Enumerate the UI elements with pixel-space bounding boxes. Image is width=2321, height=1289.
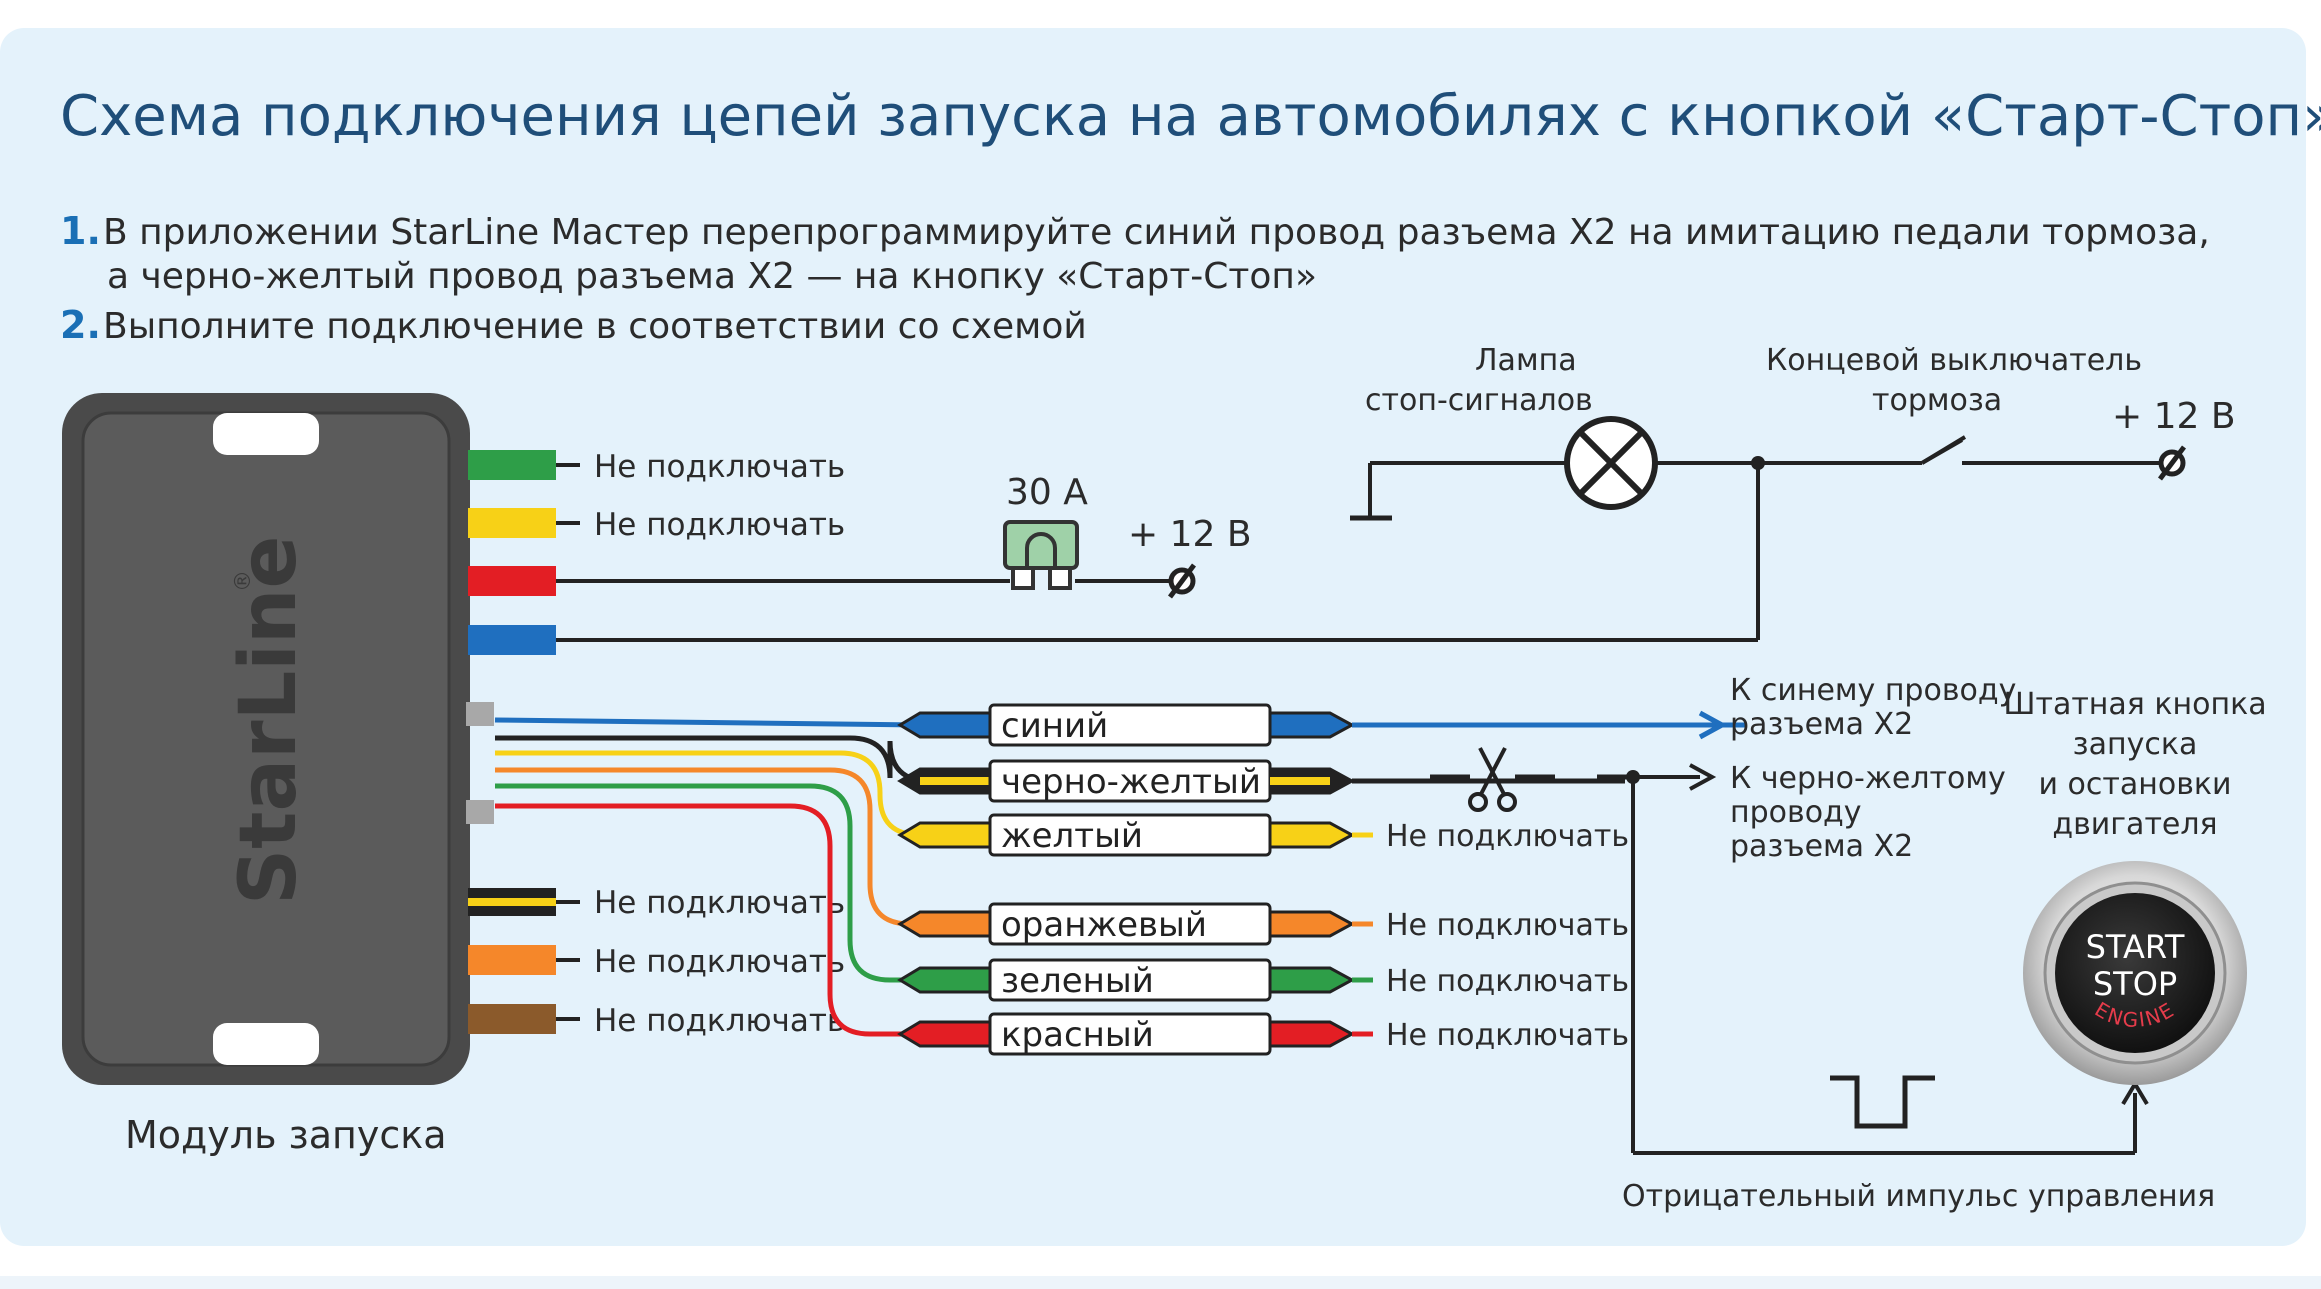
starline-module: StarLine ® [62,393,494,1085]
x2-wire-5-label: красный [1001,1015,1154,1055]
bk-dest-label-line3: разъема X2 [1730,829,1913,864]
bk-dest-label-line2: проводу [1730,795,1862,830]
power-12v-label-2: + 12 В [2112,396,2236,437]
lamp-label-line1: Лампа [1475,343,1577,378]
button-caption-line2: запуска [2073,727,2198,762]
module-blue-wire-stub [468,625,556,655]
brake-switch-icon [1920,435,2172,465]
x2-wire-4-not-connected-label: Не подключать [1386,964,1629,999]
x2-wire-0-right-plug [1268,711,1356,739]
x2-wire-1-right-stripe [1270,777,1330,785]
brake-junction-dot [1751,456,1765,470]
x2-wire-0-label: синий [1001,706,1108,746]
brown-wire-not-connected-label: Не подключать [594,1003,845,1039]
x2-wire-2-right-plug [1268,821,1356,849]
x2-wire-2-not-connected-label: Не подключать [1386,819,1629,854]
bk-dest-arrowhead [1689,763,1717,791]
module-mount-hole-top [213,413,319,455]
x2-wire-5-left-plug [897,1020,992,1048]
x2-wire-0-left-plug [897,711,992,739]
brake-circuit: Лампа стоп-сигналов Концевой выключатель… [556,343,2236,642]
step-1-number: 1. [60,209,101,253]
x2-wire-2-label: желтый [1001,816,1143,856]
fuse-rating-label: 30 А [1006,472,1088,513]
pulse-caption: Отрицательный импульс управления [1622,1179,2215,1214]
step-2-number: 2. [60,303,101,347]
fuse-body [1003,520,1079,570]
x2-wire-2-lead [495,750,921,838]
background-panel [0,28,2306,1246]
module-black-yellow-wire-stripe [468,898,556,906]
module-mount-hole-bottom [213,1023,319,1065]
power-12v-label-1: + 12 В [1128,514,1252,555]
x2-wire-5-lead [495,803,920,1037]
module-green-wire-stub [468,450,556,480]
button-caption-line4: двигателя [2052,807,2217,842]
button-start-text: START [2086,928,2185,966]
blue-wire-arrowhead [1698,710,1728,740]
step-2-text: Выполните подключение в соответствии со … [103,306,1087,347]
x2-wire-0-lead [494,717,921,728]
button-caption-line1: Штатная кнопка [2003,687,2266,722]
bk-dest-label-line1: К черно-желтому [1730,761,2006,796]
module-connector-notch-2 [466,800,494,824]
scissors-icon [1468,747,1517,812]
x2-wire-5-right-plug [1268,1020,1356,1048]
button-caption-line3: и остановки [2038,767,2231,802]
green-wire-not-connected-label: Не подключать [594,449,845,485]
module-brown-wire-stub [468,1004,556,1034]
module-connector-notch-1 [466,702,494,726]
x2-wire-2-left-plug [897,821,992,849]
x2-connector-wires: синий черно-желтый желтый Не подключать оран… [494,703,1745,1056]
black-yellow-wire-not-connected-label: Не подключать [594,885,845,921]
orange-wire-not-connected-label: Не подключать [594,944,845,980]
fuse-icon [1003,520,1079,590]
x2-wire-4-label: зеленый [1001,961,1154,1001]
start-stop-circuit: Отрицательный импульс управления [1622,763,2215,1214]
button-stop-text: STOP [2093,965,2177,1003]
blue-dest-label-line2: разъема X2 [1730,707,1913,742]
blue-dest-label-line1: К синему проводу [1730,673,2016,708]
power-terminal-icon-2 [2158,445,2186,481]
module-wire-stubs-bottom: Не подключать Не подключать Не подключат… [468,885,845,1039]
module-orange-wire-stub [468,945,556,975]
module-red-wire-stub [468,566,556,596]
button-face [2055,893,2215,1053]
module-yellow-wire-stub [468,508,556,538]
x2-wire-3-lead [495,767,920,927]
x2-wire-4-left-plug [897,966,992,994]
start-stop-button: Штатная кнопка запуска и остановки двига… [2003,687,2267,1085]
x2-wire-3-right-plug [1268,910,1356,938]
x2-wire-4-right-plug [1268,966,1356,994]
power-circuit: 30 А + 12 В [556,472,1252,599]
step-1-text-line1: В приложении StarLine Мастер перепрограм… [103,212,2210,253]
brake-lamp-icon [1564,416,1658,510]
step-1-text-line2: а черно-желтый провод разъема X2 — на кн… [107,256,1317,297]
brake-switch-label-line2: тормоза [1872,383,2002,418]
x2-wire-4-lead [495,783,920,983]
x2-wire-3-label: оранжевый [1001,905,1207,945]
module-caption: Модуль запуска [125,1113,447,1157]
x2-wire-1-label: черно-желтый [1001,762,1261,802]
x2-wire-3-not-connected-label: Не подключать [1386,908,1629,943]
yellow-wire-not-connected-label: Не подключать [594,507,845,543]
brake-switch-label-line1: Концевой выключатель [1766,343,2142,378]
module-brand-logo: StarLine [224,536,314,905]
x2-wire-5-not-connected-label: Не подключать [1386,1018,1629,1053]
module-wire-stubs-top: Не подключать Не подключать [468,449,845,655]
negative-pulse-icon [1830,1075,1935,1129]
lamp-label-line2: стоп-сигналов [1365,383,1593,418]
power-terminal-icon-1 [1168,563,1196,599]
module-brand-registered-mark: ® [231,570,256,592]
x2-wire-1-left-stripe [920,777,990,785]
bottom-strip [0,1276,2321,1289]
page-title: Схема подключения цепей запуска на автом… [60,84,2321,149]
x2-wire-3-left-plug [897,910,992,938]
